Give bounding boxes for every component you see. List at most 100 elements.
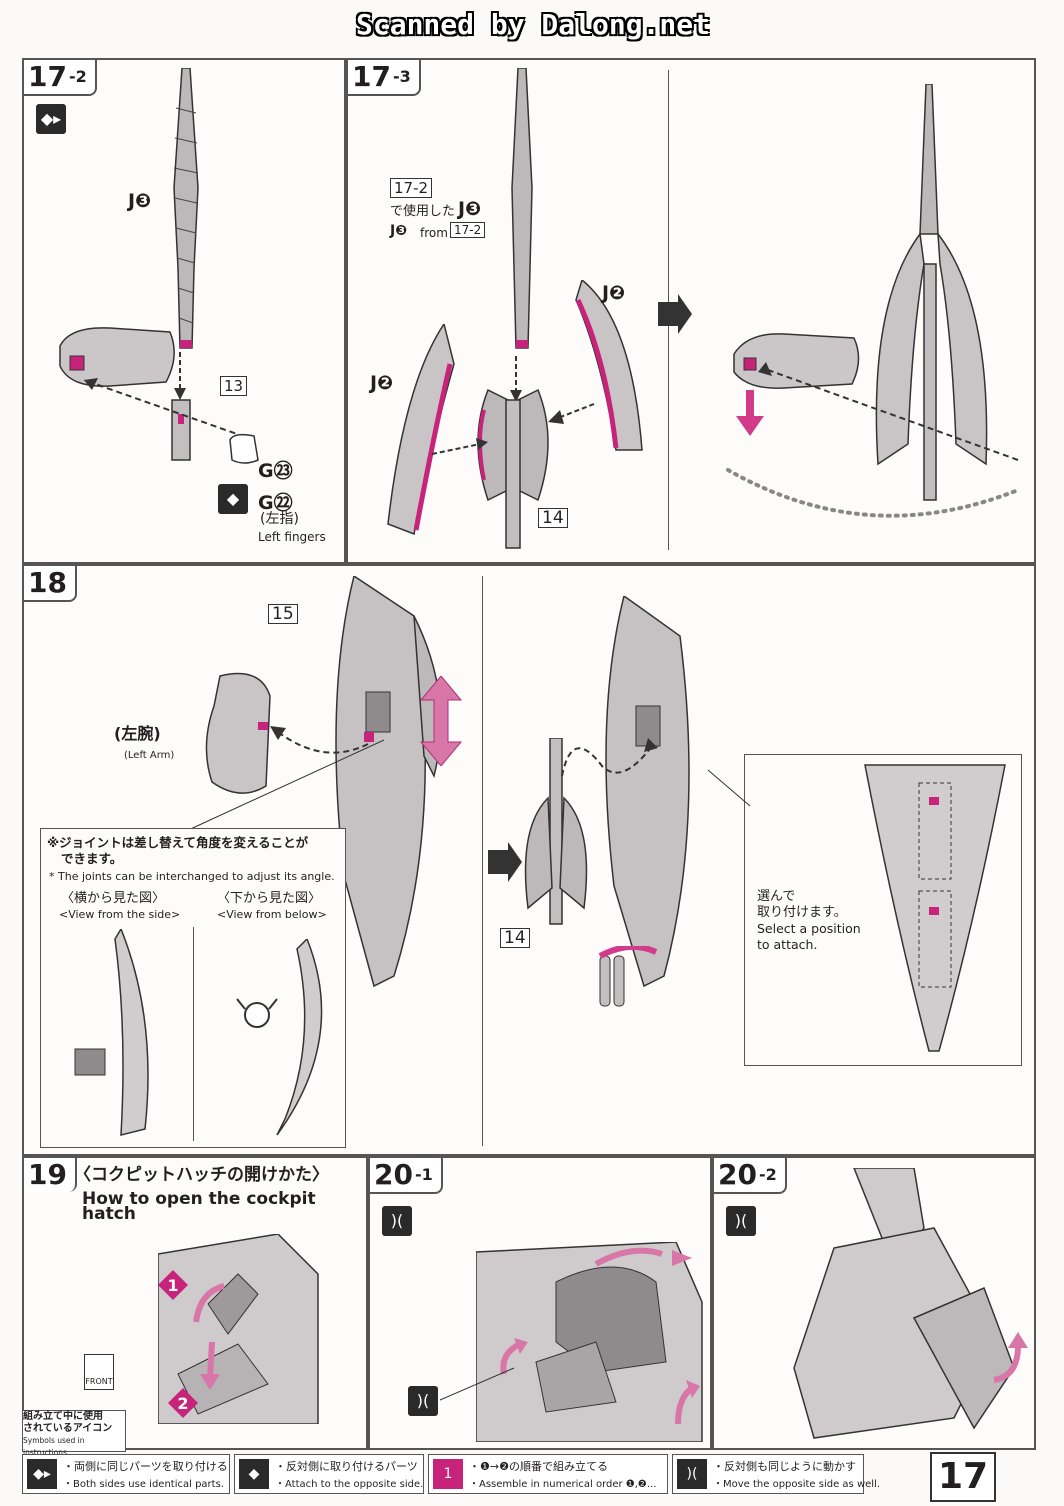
shoulder-illustration	[476, 1242, 703, 1442]
select-jp-line1: 選んで	[757, 889, 796, 904]
dashed-arrow-icon	[561, 738, 658, 777]
step-number-2-icon: 2	[168, 1388, 198, 1418]
opposite-side-icon: ◆	[239, 1459, 269, 1489]
left-arm-illustration	[205, 672, 271, 794]
symbols-header: 組み立て中に使用 されているアイコン Symbols used in instr…	[22, 1410, 126, 1457]
label-g22: G㉒	[258, 492, 293, 514]
view-below-en: <View from below>	[217, 908, 327, 921]
cockpit-illustration	[158, 1234, 319, 1424]
magenta-arrow-icon	[500, 1338, 528, 1375]
ref-en-box: 17-2	[450, 222, 486, 238]
step-18-panel: 18 15 (左腕) (Left Arm) ※ジョイントは差し替えて角度を変える…	[22, 564, 1036, 1156]
view-side-en: <View from the side>	[59, 908, 181, 921]
select-jp-line2: 取り付けます。	[757, 905, 847, 920]
legend-item-move-opposite: )( ・反対側も同じように動かす ・Move the opposite side…	[672, 1454, 880, 1494]
magenta-arrow-icon	[993, 1332, 1028, 1383]
dashed-arrow-icon	[83, 378, 255, 441]
magenta-rotate-arrow-icon	[736, 390, 764, 436]
next-arrow-icon	[658, 294, 692, 334]
left-finger-jp: (左指)	[260, 511, 299, 527]
dashed-arrow-icon	[432, 438, 488, 455]
sword-blade-illustration	[173, 68, 199, 349]
legend-en: ・Move the opposite side as well.	[713, 1479, 881, 1490]
symbols-en: Symbols used in instructions	[23, 1436, 85, 1457]
panel-divider	[482, 576, 483, 1146]
detail-divider	[193, 927, 194, 1141]
move-opposite-icon: )(	[726, 1206, 756, 1236]
magenta-arrow-icon	[594, 1247, 692, 1267]
dashed-arrow-icon	[270, 726, 369, 754]
axe-head-illustration	[477, 388, 549, 549]
step-20-1-panel: 20-1 )( )(	[368, 1156, 712, 1450]
legend-jp: ・❶→❷の順番で組み立てる	[469, 1460, 608, 1473]
shield-illustration	[605, 596, 690, 988]
ref-j3-label: J❸	[458, 198, 482, 220]
assembled-axe-illustration	[875, 84, 988, 501]
svg-text:2: 2	[177, 1394, 188, 1413]
view-below-jp: 〈下から見た図〉	[217, 891, 322, 906]
part-14-label: 14	[500, 928, 530, 948]
ref-en-from: from	[420, 226, 448, 240]
view-side-jp: 〈横から見た図〉	[61, 891, 166, 906]
front-icon: FRONT	[84, 1354, 114, 1390]
move-opposite-icon: )(	[408, 1386, 438, 1416]
legend-jp: ・反対側も同じように動かす	[713, 1460, 856, 1473]
legend-item-opposite-side: ◆ ・反対側に取り付けるパーツ ・Attach to the opposite …	[234, 1454, 424, 1494]
dashed-arrow-icon	[758, 362, 1019, 461]
next-arrow-icon	[488, 842, 522, 882]
dashed-arrow-icon	[548, 403, 595, 424]
sword-blade-illustration	[511, 68, 533, 349]
attach-position-box: 選んで 取り付けます。 Select a position to attach.	[744, 754, 1022, 1066]
step-20-2-panel: 20-2 )(	[712, 1156, 1036, 1450]
left-arm-en: (Left Arm)	[124, 750, 175, 761]
legend-en: ・Assemble in numerical order ❶,❷...	[469, 1479, 657, 1490]
opposite-side-icon: ◆	[218, 484, 248, 514]
hand-illustration	[59, 327, 175, 387]
ref-jp-text: で使用した	[390, 204, 456, 219]
legend-en: ・Both sides use identical parts.	[63, 1479, 224, 1490]
label-j2-right: J❷	[602, 282, 626, 304]
note-jp-line1: ※ジョイントは差し替えて角度を変えることが	[47, 835, 309, 850]
symbols-jp-line1: 組み立て中に使用	[23, 1411, 103, 1422]
step-number: 20-2	[714, 1158, 787, 1194]
legend-item-numbered-order: 1 ・❶→❷の順番で組み立てる ・Assemble in numerical o…	[428, 1454, 668, 1494]
part-14-label: 14	[538, 508, 568, 528]
legend-jp: ・両側に同じパーツを取り付ける	[63, 1460, 228, 1473]
side-view-illustration	[74, 929, 149, 1136]
left-arm-jp: (左腕)	[114, 724, 161, 743]
part-13-label: 13	[220, 376, 248, 396]
step-number: 17-3	[348, 60, 421, 96]
finger-part-illustration	[229, 433, 259, 464]
double-arrow-icon	[419, 676, 463, 766]
step-number: 19	[24, 1158, 77, 1192]
numbered-order-icon: 1	[433, 1459, 463, 1489]
legend-item-both-sides: ◆▸ ・両側に同じパーツを取り付ける ・Both sides use ident…	[22, 1454, 230, 1494]
move-opposite-icon: )(	[382, 1206, 412, 1236]
step-number: 17-2	[24, 60, 97, 96]
label-g23: G㉓	[258, 460, 293, 482]
note-en: * The joints can be interchanged to adju…	[49, 870, 335, 883]
arrow-down-icon	[510, 356, 522, 402]
hand-illustration	[733, 333, 860, 389]
step-19-panel: 19 〈コクピットハッチの開けかた〉 How to open the cockp…	[22, 1156, 368, 1450]
joint-detail-box: ※ジョイントは差し替えて角度を変えることが できます。 * The joints…	[40, 828, 346, 1148]
both-sides-icon: ◆▸	[27, 1459, 57, 1489]
arrow-down-icon	[174, 352, 186, 400]
step-17-3-panel: 17-3 17-2 で使用した J❸ J❸ from 17-2 14 J❷ J❷	[346, 58, 1036, 564]
part-15-label: 15	[268, 604, 298, 624]
label-j2-left: J❷	[370, 372, 394, 394]
step-number: 20-1	[370, 1158, 443, 1194]
step-17-2-panel: 17-2 ◆▸ J❸ 13 G㉓ ◆ G㉒ (左指) Left fingers	[22, 58, 346, 564]
step-number-1-icon: 1	[158, 1270, 188, 1300]
magenta-arrow-icon	[675, 1380, 700, 1425]
cockpit-title-en: How to open the cockpit hatch	[82, 1189, 316, 1224]
shield-closeup-illustration	[864, 764, 1006, 1052]
left-finger-en: Left fingers	[258, 530, 326, 544]
below-view-illustration	[236, 939, 323, 1136]
leg-armor-illustration	[793, 1168, 1015, 1439]
magenta-arrow-icon	[193, 1283, 225, 1390]
ref-step-box: 17-2	[390, 178, 433, 198]
select-en-line1: Select a position	[757, 921, 861, 936]
label-j3: J❸	[128, 190, 152, 212]
step-number: 18	[24, 566, 77, 602]
